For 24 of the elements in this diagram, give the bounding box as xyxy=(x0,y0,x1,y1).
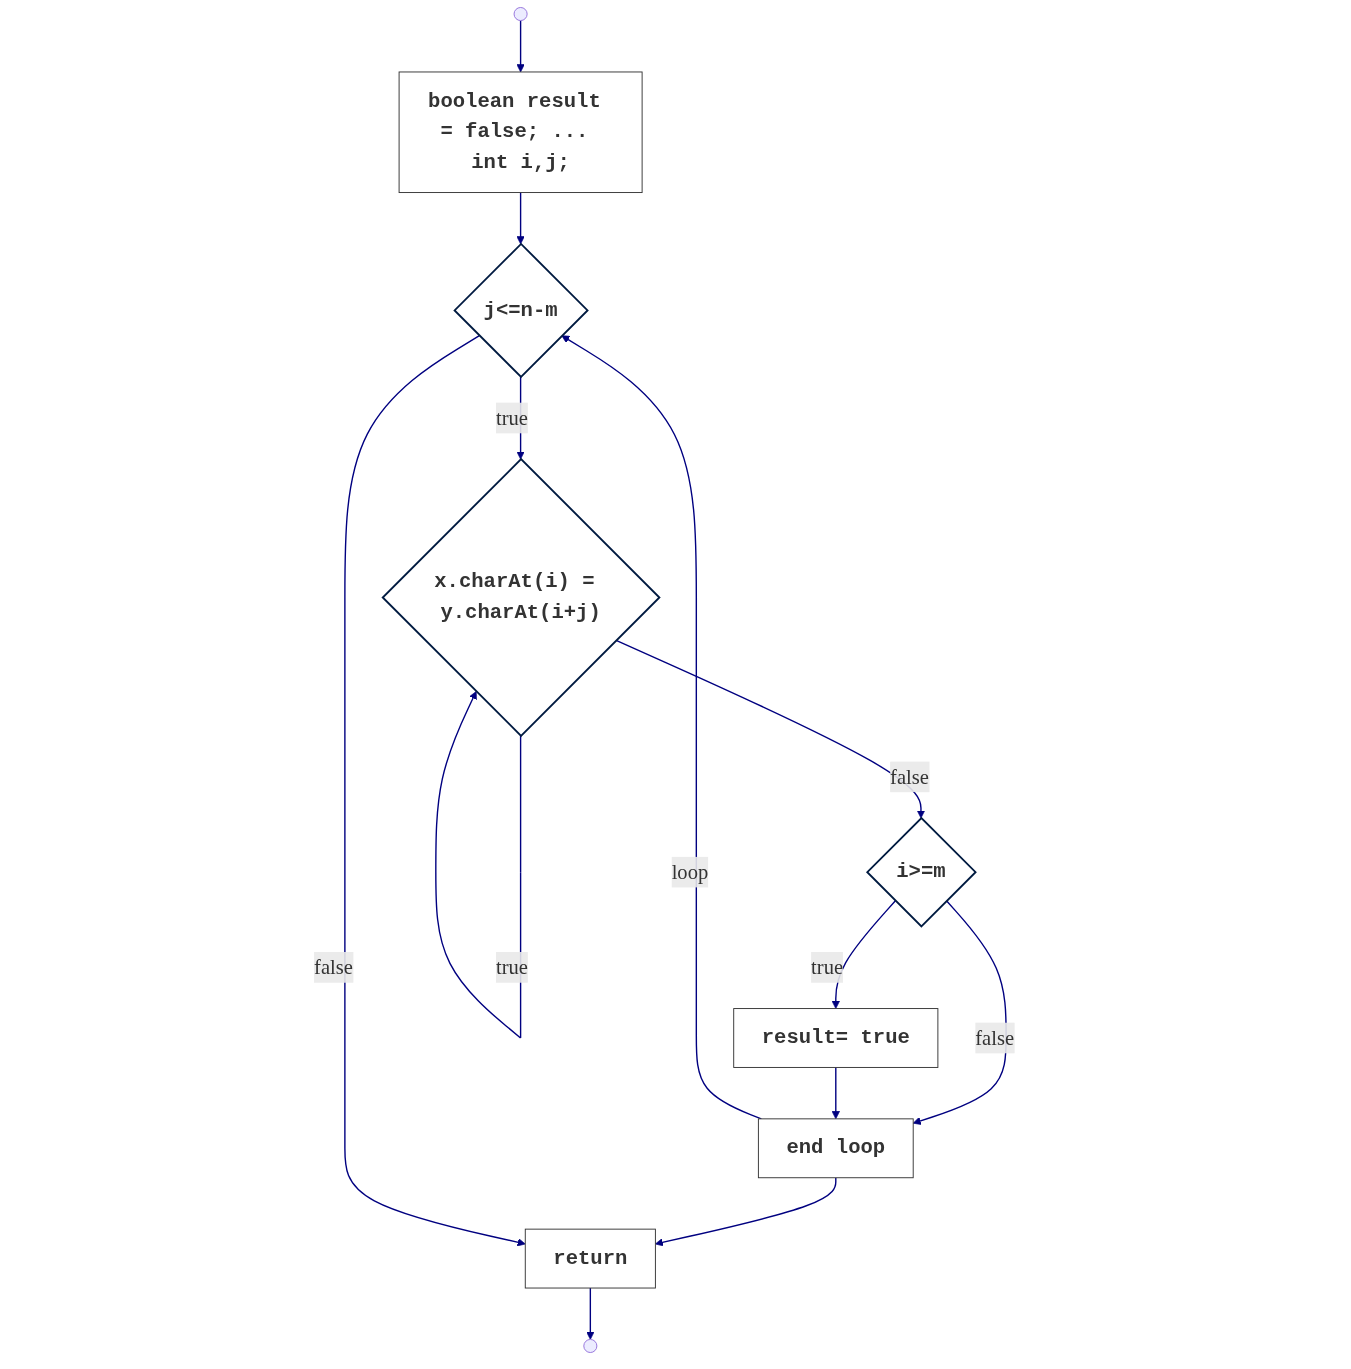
edge-label: loop xyxy=(671,860,709,884)
arrow xyxy=(655,1177,837,1247)
arrow xyxy=(912,900,1007,1125)
node-circle xyxy=(513,7,528,22)
arrow xyxy=(586,1287,595,1340)
node-box: result= true xyxy=(733,1008,939,1068)
arrow xyxy=(831,900,897,1009)
node-box: boolean result = false; ... int i,j; xyxy=(398,71,643,193)
node-diamond: j<=n-m xyxy=(453,242,589,379)
node-circle xyxy=(583,1338,598,1353)
node-diamond: i>=m xyxy=(865,816,977,928)
arrow xyxy=(516,191,525,245)
edge-label: false xyxy=(314,955,353,980)
arrow xyxy=(615,639,926,819)
arrow xyxy=(516,19,525,73)
node-box: end loop xyxy=(757,1118,914,1179)
edge-label: false xyxy=(975,1026,1015,1050)
node-diamond: x.charAt(i) = y.charAt(i+j) xyxy=(381,457,661,738)
edge-label: false xyxy=(890,765,929,789)
node-box: return xyxy=(524,1228,656,1289)
arrow xyxy=(831,1066,840,1120)
edge-label: true xyxy=(811,955,844,980)
edge-label: true xyxy=(495,955,528,980)
edge-label: true xyxy=(495,406,528,430)
